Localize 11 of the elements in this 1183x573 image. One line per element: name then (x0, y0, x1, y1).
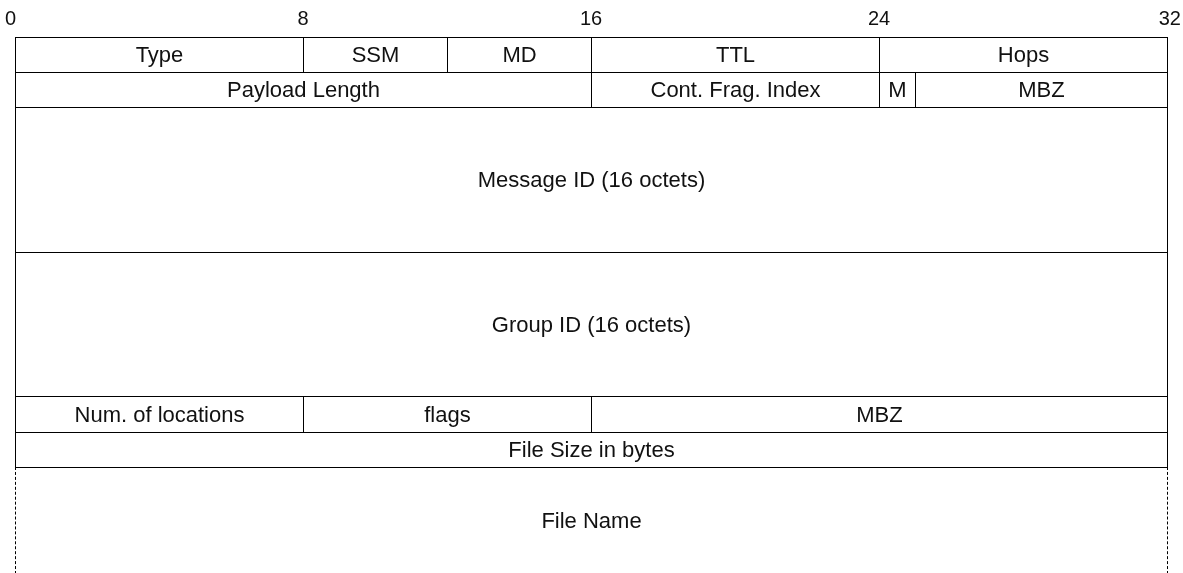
header-field: File Size in bytes (15, 432, 1168, 468)
bit-number: 16 (579, 8, 603, 28)
header-field: File Name (15, 467, 1168, 573)
header-field: Type (15, 37, 304, 73)
bit-number: 0 (5, 8, 17, 28)
header-field: Message ID (16 octets) (15, 107, 1168, 253)
header-field: Hops (879, 37, 1168, 73)
bit-number: 32 (1158, 8, 1181, 28)
bit-number: 8 (297, 8, 309, 28)
header-field: Group ID (16 octets) (15, 252, 1168, 397)
bit-number: 24 (867, 8, 891, 28)
